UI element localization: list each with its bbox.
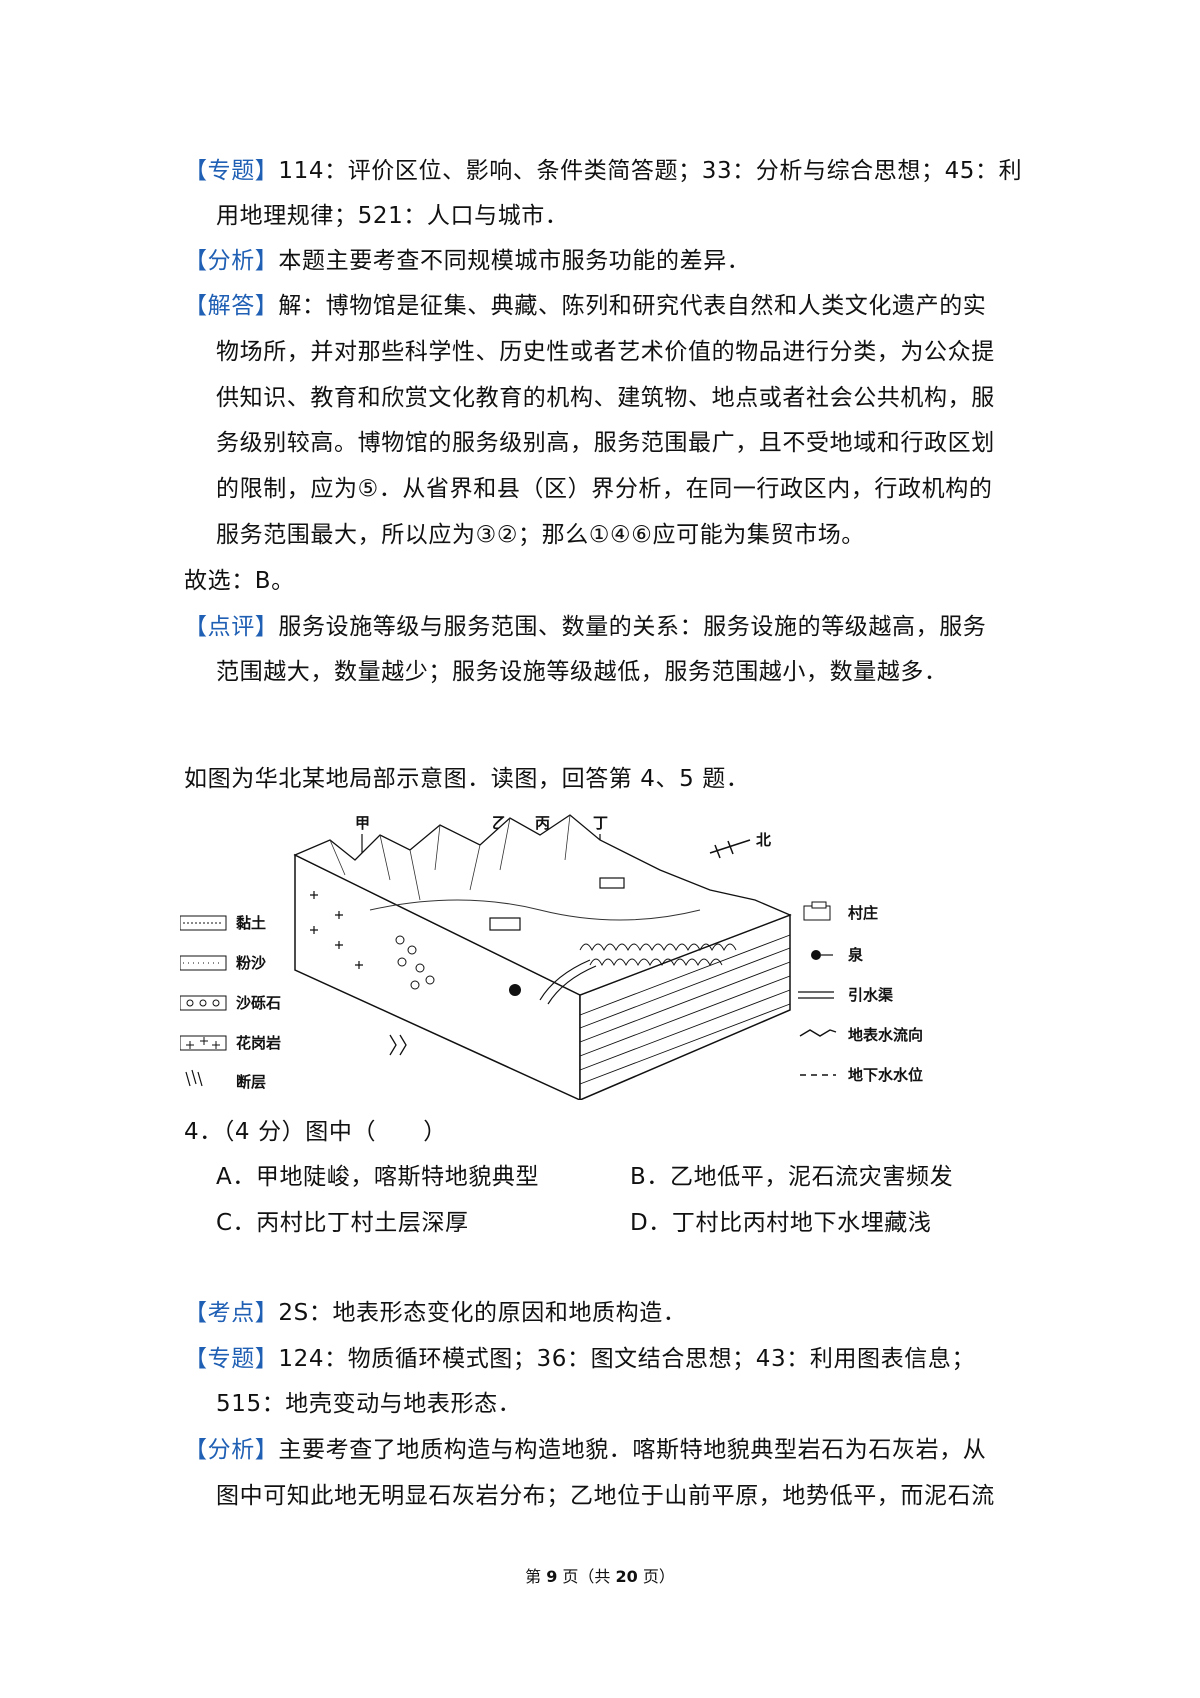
option-c: C．丙村比丁村土层深厚 bbox=[216, 1210, 469, 1236]
jieda-tag: 【解答】 bbox=[184, 293, 279, 319]
zhuanti-line-2: 用地理规律；521：人口与城市． bbox=[216, 203, 569, 229]
fenxi-text: 本题主要考查不同规模城市服务功能的差异． bbox=[278, 248, 751, 274]
option-d: D．丁村比丙村地下水埋藏浅 bbox=[630, 1210, 932, 1236]
fenxi-tag: 【分析】 bbox=[184, 248, 279, 274]
spring-icon bbox=[509, 984, 521, 996]
legend-granite: 花岗岩 bbox=[236, 1034, 281, 1052]
kaodian-text: 2S：地表形态变化的原因和地质构造． bbox=[278, 1300, 687, 1326]
label-ding: 丁 bbox=[593, 814, 608, 832]
zhuanti-line-1: 【专题】114：评价区位、影响、条件类简答题；33：分析与综合思想；45：利 bbox=[184, 156, 1024, 186]
jieda-line-1: 【解答】解：博物馆是征集、典藏、陈列和研究代表自然和人类文化遗产的实 bbox=[184, 291, 1024, 321]
legend-spring: 泉 bbox=[847, 946, 864, 964]
north-label: 北 bbox=[756, 831, 771, 849]
legend-surface-flow: 地表水流向 bbox=[848, 1026, 923, 1044]
dianping-line-2: 范围越大，数量越少；服务设施等级越低，服务范围越小，数量越多． bbox=[216, 659, 948, 685]
footer-total-pages: 20 bbox=[615, 1567, 638, 1586]
zhuanti2-text-1: 124：物质循环模式图；36：图文结合思想；43：利用图表信息； bbox=[278, 1346, 976, 1372]
guxuan-line: 故选：B。 bbox=[184, 568, 295, 594]
jieda-line-6: 服务范围最大，所以应为③②；那么①④⑥应可能为集贸市场。 bbox=[216, 522, 865, 548]
option-a: A．甲地陡峻，喀斯特地貌典型 bbox=[216, 1164, 540, 1190]
footer-post: 页） bbox=[642, 1567, 675, 1586]
dianping-text-1: 服务设施等级与服务范围、数量的关系：服务设施的等级越高，服务 bbox=[278, 614, 987, 640]
fenxi-line: 【分析】本题主要考查不同规模城市服务功能的差异． bbox=[184, 246, 1024, 276]
label-bing: 丙 bbox=[535, 814, 550, 832]
legend-silt: 粉沙 bbox=[236, 954, 266, 972]
zhuanti-tag: 【专题】 bbox=[184, 158, 279, 184]
fenxi2-tag: 【分析】 bbox=[184, 1437, 279, 1463]
dianping-line-1: 【点评】服务设施等级与服务范围、数量的关系：服务设施的等级越高，服务 bbox=[184, 612, 1024, 642]
kaodian-line: 【考点】2S：地表形态变化的原因和地质构造． bbox=[184, 1298, 1024, 1328]
fenxi2-text-1: 主要考查了地质构造与构造地貌．喀斯特地貌典型岩石为石灰岩，从 bbox=[278, 1437, 987, 1463]
zhuanti2-line-1: 【专题】124：物质循环模式图；36：图文结合思想；43：利用图表信息； bbox=[184, 1344, 1024, 1374]
question-stem: 4．（4 分）图中（ ） bbox=[184, 1119, 447, 1145]
fenxi2-line-1: 【分析】主要考查了地质构造与构造地貌．喀斯特地貌典型岩石为石灰岩，从 bbox=[184, 1435, 1024, 1465]
dianping-tag: 【点评】 bbox=[184, 614, 279, 640]
jieda-line-3: 供知识、教育和欣赏文化教育的机构、建筑物、地点或者社会公共机构，服 bbox=[216, 385, 995, 411]
jieda-line-5: 的限制，应为⑤．从省界和县（区）界分析，在同一行政区内，行政机构的 bbox=[216, 476, 993, 502]
fenxi2-line-2: 图中可知此地无明显石灰岩分布；乙地位于山前平原，地势低平，而泥石流 bbox=[216, 1483, 995, 1509]
jieda-line-4: 务级别较高。博物馆的服务级别高，服务范围最广，且不受地域和行政区划 bbox=[216, 430, 995, 456]
legend-left: 黏土 粉沙 沙砾石 花岗岩 断层 bbox=[180, 914, 281, 1091]
figure-intro: 如图为华北某地局部示意图．读图，回答第 4、5 题． bbox=[184, 766, 750, 792]
footer-pre: 第 bbox=[525, 1567, 542, 1586]
geology-block-diagram: 甲 乙 丙 丁 北 bbox=[180, 814, 923, 1100]
label-jia: 甲 bbox=[355, 814, 370, 832]
option-b: B．乙地低平，泥石流灾害频发 bbox=[630, 1164, 954, 1190]
legend-water-table: 地下水水位 bbox=[848, 1066, 923, 1084]
zhuanti-text-1: 114：评价区位、影响、条件类简答题；33：分析与综合思想；45：利 bbox=[278, 158, 1023, 184]
legend-clay: 黏土 bbox=[236, 914, 266, 932]
legend-gravel: 沙砾石 bbox=[236, 994, 281, 1012]
kaodian-tag: 【考点】 bbox=[184, 1300, 279, 1326]
village-ding-icon bbox=[599, 877, 625, 889]
gravel-pattern bbox=[395, 935, 435, 990]
zhuanti2-line-2: 515：地壳变动与地表形态． bbox=[216, 1391, 522, 1417]
legend-fault: 断层 bbox=[236, 1073, 266, 1091]
granite-pattern bbox=[310, 891, 363, 969]
village-bing-icon bbox=[489, 917, 521, 931]
footer-mid: 页（共 bbox=[562, 1567, 611, 1586]
legend-canal: 引水渠 bbox=[848, 986, 893, 1004]
jieda-text-1: 解：博物馆是征集、典藏、陈列和研究代表自然和人类文化遗产的实 bbox=[278, 293, 987, 319]
legend-right: 村庄 泉 引水渠 地表水流向 地下水水位 bbox=[798, 901, 923, 1084]
page-footer: 第 9 页（共 20 页） bbox=[0, 1563, 1200, 1587]
legend-village: 村庄 bbox=[848, 904, 878, 922]
zhuanti2-tag: 【专题】 bbox=[184, 1346, 279, 1372]
north-arrow-icon bbox=[709, 839, 751, 859]
jieda-line-2: 物场所，并对那些科学性、历史性或者艺术价值的物品进行分类，为公众提 bbox=[216, 339, 995, 365]
footer-page-number: 9 bbox=[546, 1567, 558, 1586]
